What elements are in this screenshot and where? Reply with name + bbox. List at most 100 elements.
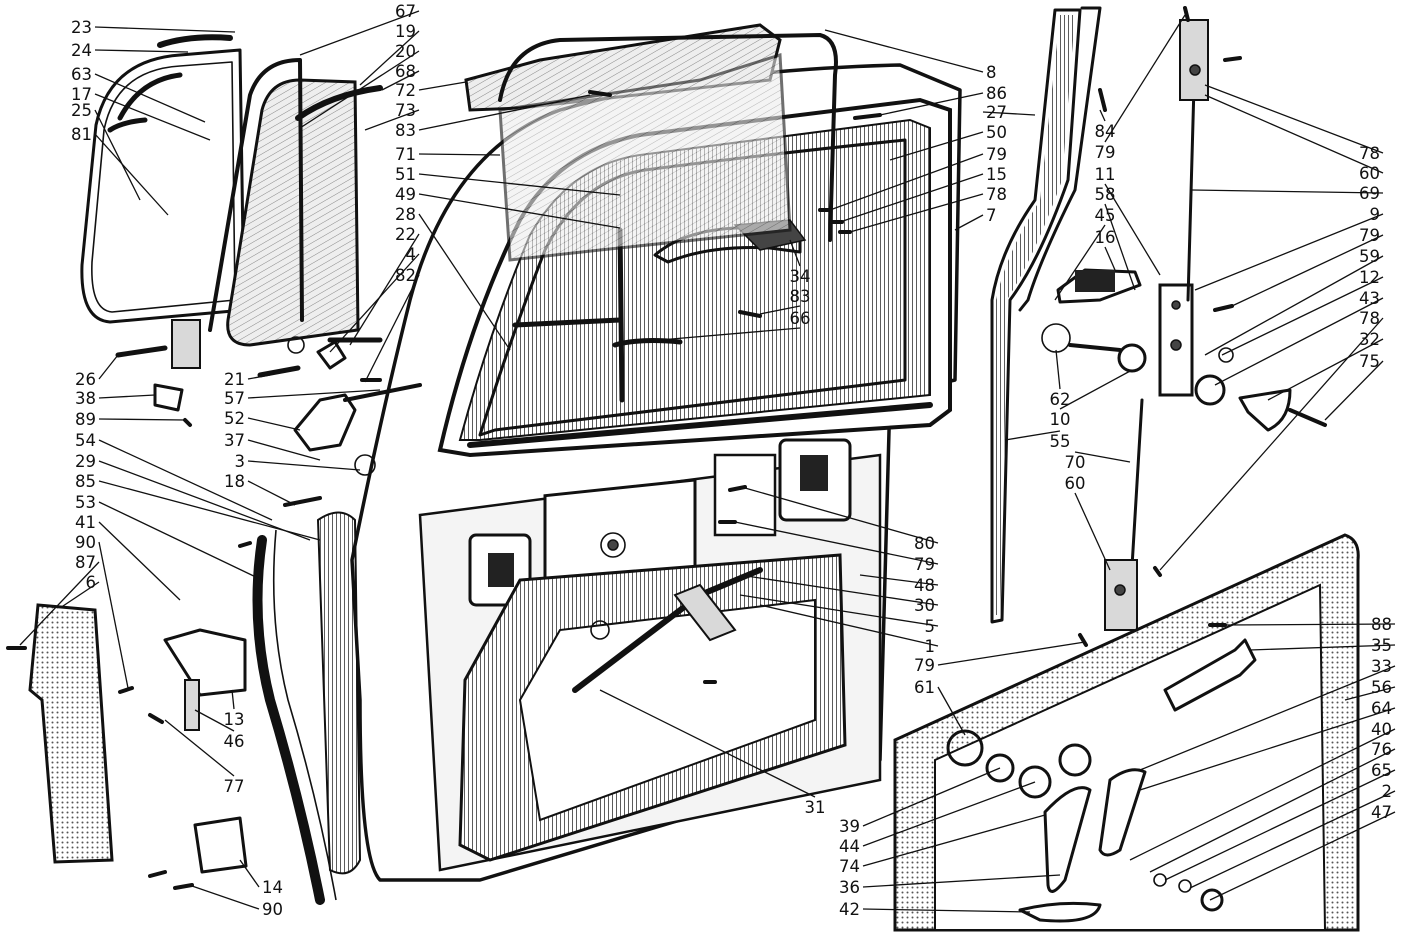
leader-44 (862, 781, 1036, 847)
callout-4: 4 (406, 245, 417, 264)
leader-79 (829, 153, 984, 211)
callout-52: 52 (224, 409, 245, 428)
callout-86: 86 (986, 84, 1007, 103)
leader-61 (937, 686, 966, 736)
callout-3: 3 (235, 452, 246, 471)
leader-47 (1209, 811, 1396, 901)
leader-64 (1139, 707, 1396, 791)
callout-17: 17 (71, 85, 92, 104)
callout-21: 21 (224, 370, 245, 389)
vent-window-glass (208, 58, 360, 347)
callout-43: 43 (1359, 289, 1380, 308)
callout-18: 18 (224, 472, 245, 491)
leader-23 (94, 26, 236, 33)
leader-39 (862, 767, 1001, 827)
callout-30: 30 (914, 596, 935, 615)
leader-40 (1129, 728, 1396, 861)
leader-32 (1267, 338, 1384, 401)
leader-83 (418, 94, 591, 131)
callout-42: 42 (839, 900, 860, 919)
callout-55: 55 (1050, 432, 1071, 451)
callout-7: 7 (986, 206, 997, 225)
leader-25 (94, 109, 141, 201)
callout-2: 2 (1382, 782, 1393, 801)
callout-15: 15 (986, 165, 1007, 184)
leader-50 (889, 131, 984, 161)
leader-5 (739, 594, 939, 627)
leader-87 (19, 561, 100, 646)
leader-55 (1004, 430, 1061, 441)
leader-60 (1204, 94, 1384, 174)
callout-79: 79 (986, 145, 1007, 164)
callout-90: 90 (262, 900, 283, 919)
callout-78: 78 (986, 185, 1007, 204)
leader-78 (1204, 84, 1384, 154)
leader-41 (98, 521, 181, 601)
callout-45: 45 (1095, 206, 1116, 225)
leader-85 (98, 480, 321, 541)
callout-57: 57 (224, 389, 245, 408)
leader-48 (859, 574, 939, 586)
leader-3 (247, 460, 361, 471)
callout-37: 37 (224, 431, 245, 450)
callout-79: 79 (914, 555, 935, 574)
callout-36: 36 (839, 878, 860, 897)
leader-27 (982, 111, 1036, 116)
leader-56 (1344, 686, 1396, 701)
callout-85: 85 (75, 472, 96, 491)
leader-66 (659, 327, 801, 341)
callout-31: 31 (805, 798, 826, 817)
leader-78 (849, 193, 984, 233)
leader-43 (1214, 297, 1384, 386)
callout-20: 20 (395, 42, 416, 61)
leader-58 (1104, 203, 1136, 291)
outer-handle-parts (1194, 347, 1327, 432)
callout-72: 72 (395, 81, 416, 100)
callout-23: 23 (71, 18, 92, 37)
leader-11 (1104, 183, 1161, 276)
door-front-seal-strip (252, 529, 337, 905)
callout-26: 26 (75, 370, 96, 389)
leader-36 (862, 874, 1061, 888)
leader-54 (98, 439, 273, 521)
callout-60: 60 (1065, 474, 1086, 493)
callout-49: 49 (395, 185, 416, 204)
leader-67 (299, 10, 420, 56)
callout-79: 79 (1095, 143, 1116, 162)
callout-28: 28 (395, 205, 416, 224)
callout-54: 54 (75, 431, 96, 450)
callout-83: 83 (790, 287, 811, 306)
leader-68 (381, 70, 420, 91)
leader-31 (599, 689, 816, 798)
leader-52 (247, 417, 301, 431)
door-hinge-upper (163, 628, 247, 731)
leader-51 (418, 173, 621, 196)
leader-8 (824, 29, 984, 73)
callout-70: 70 (1065, 453, 1086, 472)
leader-18 (247, 480, 296, 506)
leader-79 (734, 521, 939, 565)
callout-87: 87 (75, 553, 96, 572)
leader-14 (239, 859, 260, 888)
leader-4 (329, 253, 420, 353)
leader-38 (98, 394, 156, 399)
leader-72 (418, 81, 467, 91)
leader-88 (1224, 623, 1396, 626)
leader-79 (937, 641, 1086, 666)
callout-62: 62 (1050, 390, 1071, 409)
door-pillar-seal (316, 511, 362, 875)
callout-81: 81 (71, 125, 92, 144)
callout-89: 89 (75, 410, 96, 429)
leader-90 (191, 885, 260, 910)
leader-89 (98, 418, 186, 421)
door-hinge-lower (193, 816, 248, 874)
leader-63 (94, 73, 206, 123)
leader-13 (231, 689, 235, 710)
callout-83: 83 (395, 121, 416, 140)
callout-82: 82 (395, 266, 416, 285)
callout-5: 5 (925, 617, 936, 636)
callout-65: 65 (1371, 761, 1392, 780)
leader-42 (862, 908, 1031, 913)
leader-74 (862, 814, 1046, 867)
